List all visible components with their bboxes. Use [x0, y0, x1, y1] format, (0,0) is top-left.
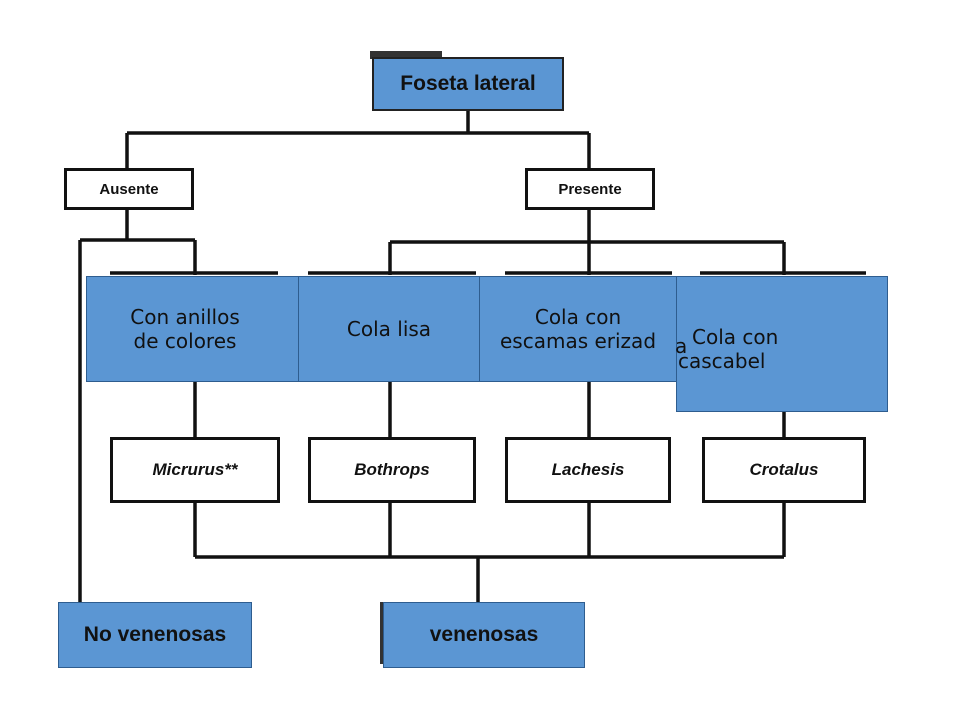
no-venenosas-label: No venenosas — [83, 623, 227, 646]
bothrops-label: Bothrops — [354, 460, 430, 479]
lisa-label: Cola lisa — [346, 317, 432, 341]
genus-bothrops: Bothrops — [308, 437, 476, 503]
presente-label: Presente — [558, 180, 622, 198]
ausente-label: Ausente — [99, 180, 159, 198]
erizada-overflow-a: a — [675, 334, 688, 358]
cascabel-line2: cascabel — [678, 349, 766, 373]
genus-crotalus: Crotalus — [702, 437, 866, 503]
anillos-line2: de colores — [133, 329, 237, 353]
micrurus-label: Micrurus** — [152, 460, 238, 479]
root-shadow — [370, 51, 442, 59]
root-node: Foseta lateral — [372, 57, 564, 111]
erizada-line2: escamas erizad — [499, 329, 657, 353]
anillos-line1: Con anillos — [130, 305, 240, 329]
genus-micrurus: Micrurus** — [110, 437, 280, 503]
node-ausente: Ausente — [64, 168, 194, 210]
genus-lachesis: Lachesis — [505, 437, 671, 503]
root-label: Foseta lateral — [400, 72, 536, 95]
venenosas-shadow — [380, 602, 384, 664]
erizada-line1: Cola con — [534, 305, 622, 329]
node-presente: Presente — [525, 168, 655, 210]
crotalus-label: Crotalus — [749, 460, 819, 479]
cascabel-line1: Cola con — [692, 325, 779, 349]
venenosas-label: venenosas — [429, 623, 539, 646]
card-erizada: Cola con escamas erizad — [479, 276, 677, 382]
card-cascabel: Cola con cascabel a — [675, 276, 888, 412]
result-no-venenosas: No venenosas — [58, 602, 252, 668]
card-anillos: Con anillos de colores — [86, 276, 304, 382]
card-cola-lisa: Cola lisa — [298, 276, 480, 382]
lachesis-label: Lachesis — [551, 460, 625, 479]
result-venenosas: venenosas — [383, 602, 585, 668]
